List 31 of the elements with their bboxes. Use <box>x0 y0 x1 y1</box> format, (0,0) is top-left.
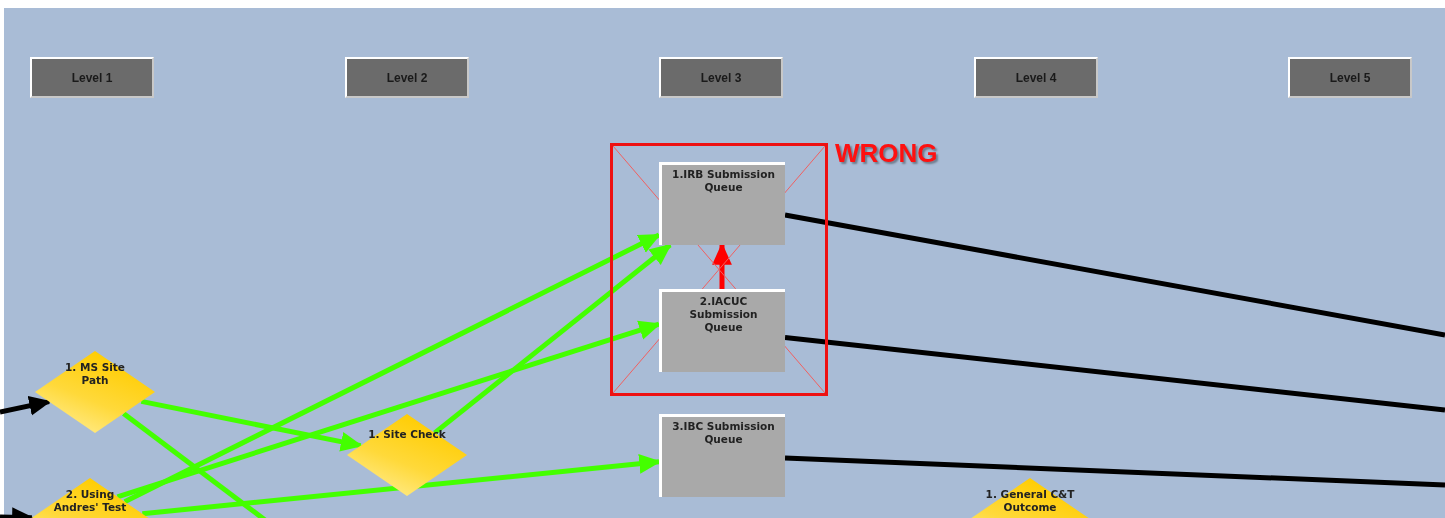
decision-diamond <box>970 478 1090 518</box>
level-header <box>1288 57 1412 98</box>
level-header <box>345 57 469 98</box>
level-header <box>30 57 154 98</box>
level-header <box>974 57 1098 98</box>
node-label: 2.IACUC Submission Queue <box>688 295 759 334</box>
node-label: 3.IBC Submission Queue <box>671 420 776 446</box>
connector-line <box>784 212 1445 338</box>
arrow <box>433 243 672 435</box>
warning-label: WRONG <box>835 138 938 169</box>
node-label: Level 5 <box>1329 70 1371 85</box>
node-label: Level 3 <box>700 70 742 85</box>
decision-diamond <box>347 414 467 496</box>
arrow <box>140 398 363 452</box>
node-label: Level 1 <box>71 70 113 85</box>
level-header <box>659 57 783 98</box>
connector-line <box>784 334 1445 413</box>
node-label: 2. Using Andres' Test <box>52 488 128 514</box>
arrow <box>123 232 661 504</box>
connector-line <box>784 455 1445 488</box>
decision-diamond <box>30 478 150 518</box>
arrow <box>0 396 52 416</box>
arrow <box>0 507 35 518</box>
node-label: Level 2 <box>386 70 428 85</box>
queue-box <box>659 414 785 497</box>
queue-box <box>659 289 785 372</box>
node-label: Level 4 <box>1015 70 1057 85</box>
connector-line <box>122 411 267 518</box>
node-label: 1.IRB Submission Queue <box>671 168 776 194</box>
decision-diamond <box>35 351 155 433</box>
queue-box <box>659 162 785 245</box>
